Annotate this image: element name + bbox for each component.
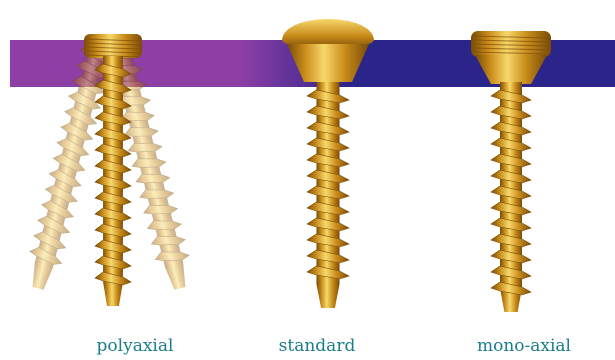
polyaxial-threaded-head: [84, 34, 142, 58]
standard-screw: [282, 19, 374, 308]
caption-polyaxial: polyaxial: [55, 336, 215, 356]
caption-mono-axial: mono-axial: [444, 336, 604, 356]
caption-standard: standard: [237, 336, 397, 356]
